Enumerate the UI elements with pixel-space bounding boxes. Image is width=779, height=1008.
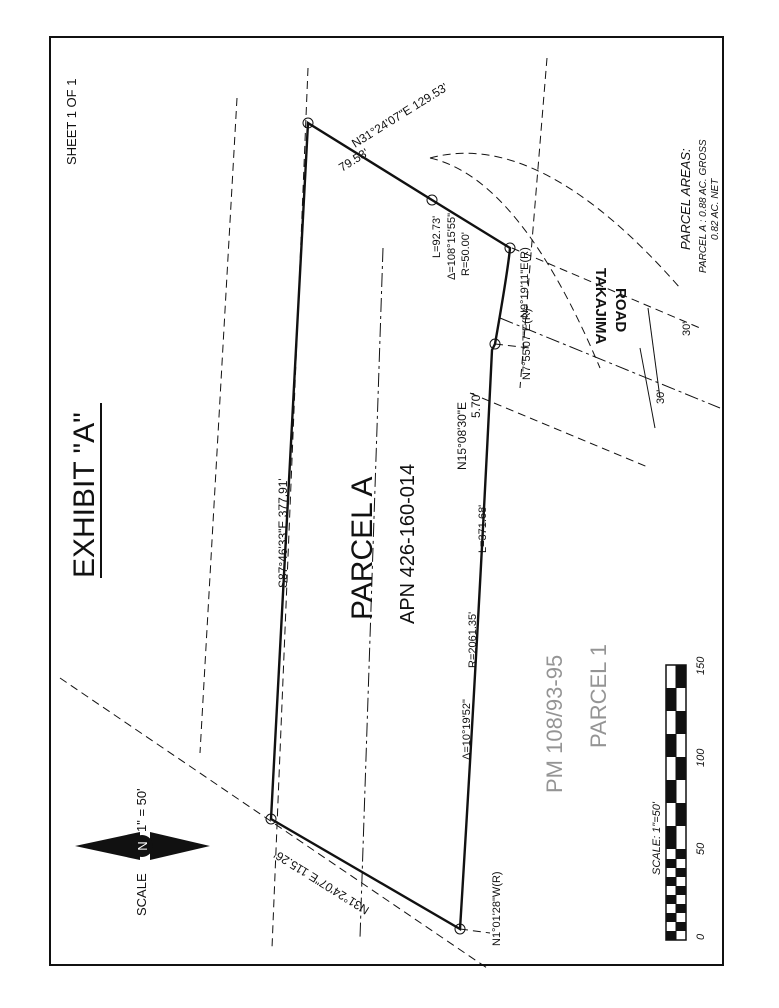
- parcel-areas-gross: PARCEL A : 0.88 AC. GROSS: [698, 139, 709, 273]
- road-width-2: 30': [681, 322, 693, 336]
- adjacent-lot-line-north: [199, 97, 238, 754]
- parcel-name: PARCEL A: [346, 477, 379, 620]
- corner-west: [265, 813, 277, 825]
- record-map-line2: PARCEL 1: [586, 644, 611, 748]
- road-edge-2: [469, 392, 651, 469]
- road-centerline: [499, 317, 721, 409]
- cul-de-sac-arc-inner: [429, 157, 601, 369]
- call-curve-length: L=92.73': [431, 216, 443, 258]
- bar-scale-tick-50: 50: [695, 842, 707, 855]
- road-width-1: 30': [655, 390, 667, 404]
- call-radial-1: N9°19'11"E(R): [519, 247, 531, 318]
- call-north-line: S87°46'33"E 377.91': [276, 478, 290, 588]
- call-curve-radius: R=50.00': [460, 232, 472, 276]
- bar-scale-caption: SCALE: 1"=50': [651, 801, 663, 875]
- call-short-line: N15°08'30"E: [455, 402, 469, 470]
- road-name-line1: TAKAJIMA: [592, 268, 609, 345]
- adjacent-line-southwest: [59, 677, 488, 969]
- corner-curve-start: [426, 194, 438, 206]
- parcel-areas-net: 0.82 AC. NET: [710, 178, 721, 240]
- scale-text-left: SCALE: [134, 873, 149, 916]
- exhibit-title: EXHIBIT "A": [68, 412, 101, 578]
- call-radial-3: N1°01'28"W(R): [491, 871, 503, 946]
- corner-short-line: [489, 338, 501, 350]
- adjacent-line-east: [519, 57, 548, 389]
- call-south-curve-delta: Δ=10°19'52": [461, 699, 473, 760]
- scale-text-right: 1" = 50': [134, 788, 149, 832]
- corner-road: [504, 242, 516, 254]
- bar-scale: [665, 664, 687, 941]
- parcel-boundary: [269, 120, 512, 932]
- call-short-line-dist: 5.70': [469, 392, 483, 418]
- call-curve-delta: Δ=108°15'55": [446, 213, 458, 280]
- radial-line: [494, 343, 531, 349]
- call-southwest-line: N31°24'07"E 115.26': [271, 847, 371, 917]
- north-arrow: N: [75, 832, 210, 860]
- road-width-line-2: [647, 307, 661, 399]
- bar-scale-tick-150: 150: [695, 656, 707, 675]
- bar-scale-tick-100: 100: [695, 748, 707, 767]
- sheet-label: SHEET 1 OF 1: [64, 79, 79, 165]
- call-radial-2: N7°55'07"E(R): [521, 308, 533, 380]
- parcel-apn: APN 426-160-014: [397, 464, 419, 624]
- radial-line-south: [459, 928, 491, 934]
- cul-de-sac-arc-outer: [429, 152, 681, 289]
- call-south-curve-radius: R=2061.35': [467, 612, 479, 668]
- parcel-areas-heading: PARCEL AREAS:: [678, 148, 693, 250]
- bar-scale-tick-0: 0: [695, 933, 707, 940]
- corner-north: [302, 117, 314, 129]
- call-south-curve-length: L=371.68': [477, 505, 489, 553]
- road-edge-1: [511, 247, 701, 329]
- call-east-top-part: 79.53': [336, 146, 371, 175]
- adjacent-right-of-way-line: [359, 247, 384, 939]
- call-east-top-total: N31°24'07"E 129.53': [349, 80, 450, 150]
- corner-south: [454, 923, 466, 935]
- road-name-line2: ROAD: [612, 288, 629, 332]
- north-arrow-letter: N: [135, 841, 150, 850]
- road-width-line-1: [639, 347, 656, 429]
- record-map-line1: PM 108/93-95: [542, 655, 567, 793]
- sheet-border: [49, 36, 724, 966]
